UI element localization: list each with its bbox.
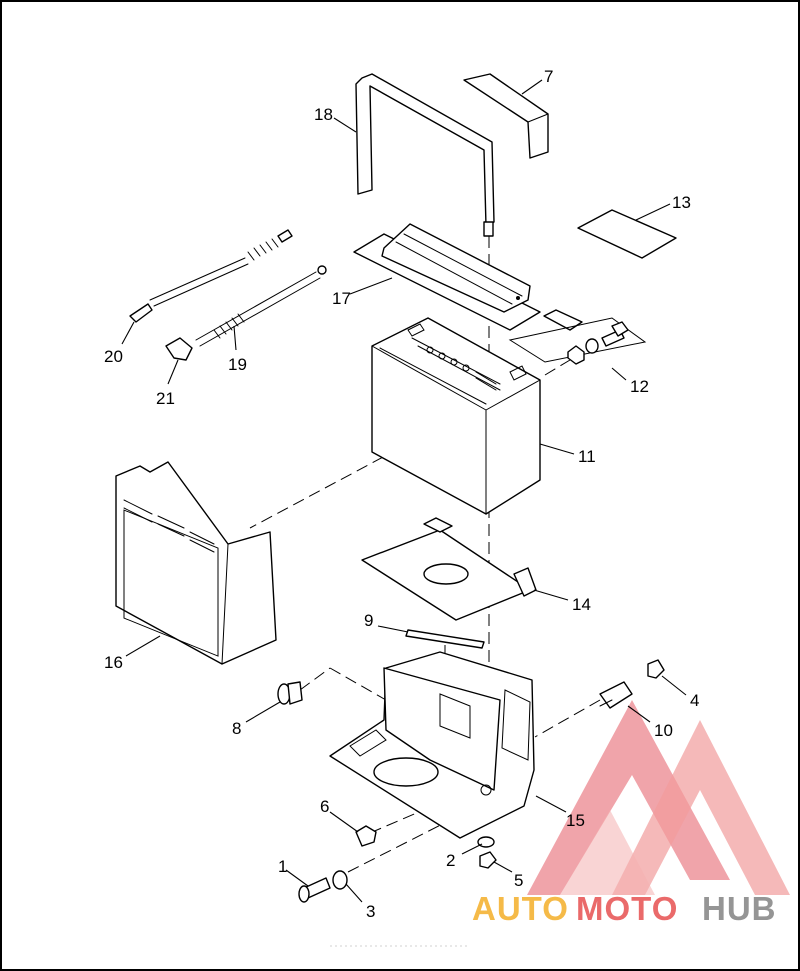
part-3-washer <box>332 870 348 890</box>
part-14-tray-pad <box>361 517 537 621</box>
callout-12: 12 <box>630 377 649 396</box>
part-9-rod <box>405 629 485 649</box>
battery-markings <box>407 323 527 391</box>
part-2-washer <box>477 836 495 848</box>
part-10-isolator <box>599 681 633 709</box>
part-7-label <box>463 73 549 159</box>
part-11-battery <box>371 317 541 515</box>
part-1-bolt <box>298 877 331 903</box>
callout-19: 19 <box>228 355 247 374</box>
callout-2: 2 <box>446 851 455 870</box>
callout-18: 18 <box>314 105 333 124</box>
callout-10: 10 <box>654 721 673 740</box>
callout-3: 3 <box>366 902 375 921</box>
callout-14: 14 <box>572 595 591 614</box>
callout-4: 4 <box>690 691 699 710</box>
part-20-negative-cable <box>129 229 293 323</box>
part-19-positive-cable <box>195 265 327 347</box>
callout-6: 6 <box>320 797 329 816</box>
part-5-nut <box>479 851 497 869</box>
callout-17: 17 <box>332 289 351 308</box>
leader-lines <box>121 79 687 903</box>
watermark-wordmark: AUTO MOTO HUB <box>472 890 777 927</box>
callout-5: 5 <box>514 871 523 890</box>
callout-13: 13 <box>672 193 691 212</box>
callout-8: 8 <box>232 719 241 738</box>
part-12-hardware-kit <box>508 309 647 365</box>
part-8-stud <box>277 681 303 705</box>
part-6-nut <box>355 825 377 847</box>
watermark-auto: AUTO <box>472 890 569 927</box>
part-16-side-cover <box>115 461 277 665</box>
callout-21: 21 <box>156 389 175 408</box>
watermark-moto: MOTO <box>576 890 678 927</box>
part-4-nut <box>647 659 665 679</box>
callout-11: 11 <box>578 447 596 466</box>
part-21-terminal-boot <box>165 337 193 361</box>
callout-9: 9 <box>364 611 373 630</box>
part-13-label <box>577 209 677 259</box>
callout-16: 16 <box>104 653 123 672</box>
callout-labels: 1 2 3 4 5 6 7 8 9 10 11 12 13 14 15 16 1… <box>104 67 699 921</box>
watermark-hub: HUB <box>702 890 777 927</box>
callout-1: 1 <box>278 857 287 876</box>
part-18-hold-down-strap <box>355 73 495 237</box>
part-15-battery-tray <box>329 651 535 839</box>
watermark-logo <box>527 700 790 895</box>
callout-7: 7 <box>544 67 553 86</box>
part-17-top-pad <box>353 223 541 331</box>
callout-15: 15 <box>566 811 585 830</box>
callout-20: 20 <box>104 347 123 366</box>
